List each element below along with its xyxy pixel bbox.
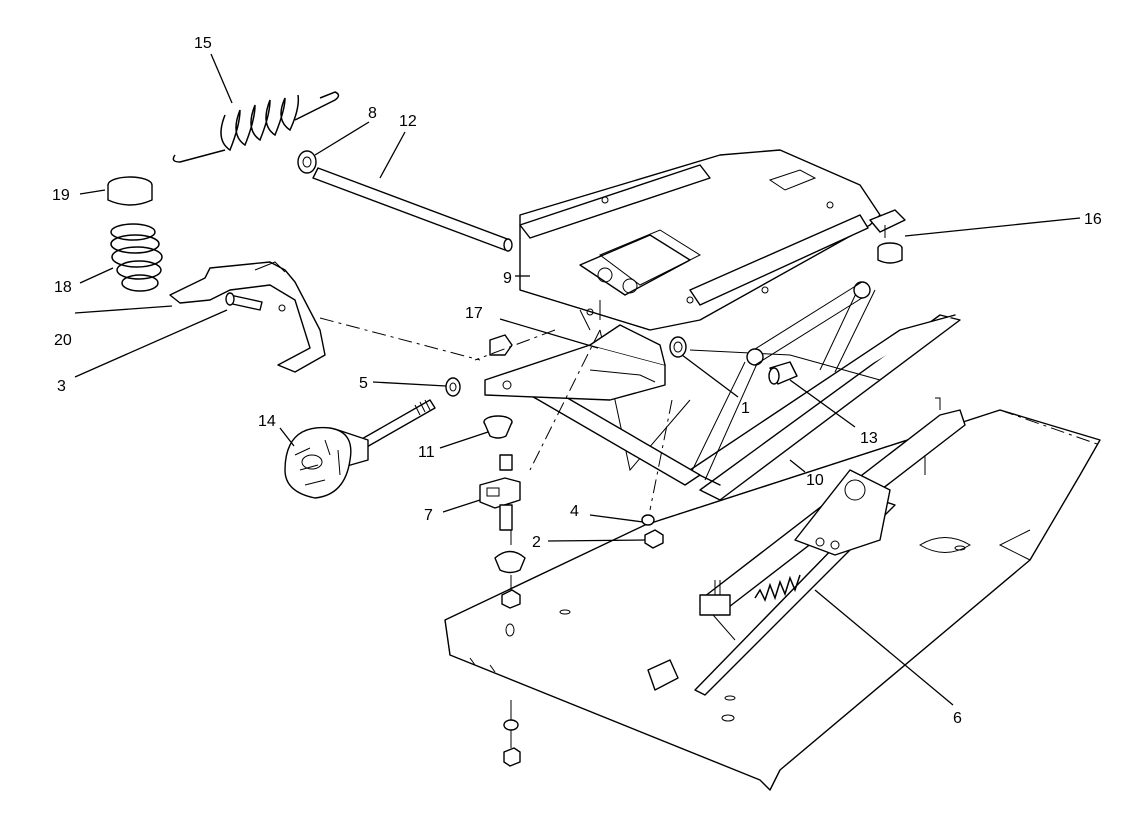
part-3-bolt xyxy=(225,292,286,312)
callout-4: 4 xyxy=(570,503,579,520)
callout-8: 8 xyxy=(368,105,377,122)
callout-19: 19 xyxy=(52,187,70,204)
callout-18: 18 xyxy=(54,279,72,296)
part-5-washer xyxy=(445,377,461,397)
callout-14: 14 xyxy=(258,413,276,430)
callout-16: 16 xyxy=(1084,211,1102,228)
callout-20: 20 xyxy=(54,332,72,349)
part-16-adjuster xyxy=(869,209,906,264)
part-19-cap xyxy=(107,176,153,206)
part-15-extension-spring xyxy=(172,91,340,163)
part-20-lever-bracket xyxy=(169,261,326,373)
callout-9: 9 xyxy=(503,270,512,287)
callout-12: 12 xyxy=(399,113,417,130)
callout-17: 17 xyxy=(465,305,483,322)
callout-7: 7 xyxy=(424,507,433,524)
seat-top-plate xyxy=(519,149,881,366)
part-4-washer xyxy=(641,514,655,526)
lower-fastener-stack xyxy=(494,530,526,767)
callout-15: 15 xyxy=(194,35,212,52)
part-1-washer xyxy=(669,336,687,358)
callout-labels: 15 8 12 19 16 9 18 17 20 3 5 1 14 13 11 … xyxy=(52,35,1102,727)
part-17-bracket xyxy=(484,324,666,401)
leader-lines xyxy=(74,53,1081,706)
callout-3: 3 xyxy=(57,378,66,395)
centerlines xyxy=(319,317,673,511)
part-2-nut xyxy=(644,529,664,549)
callout-10: 10 xyxy=(806,472,824,489)
callout-2: 2 xyxy=(532,534,541,551)
callout-6: 6 xyxy=(953,710,962,727)
callout-11: 11 xyxy=(418,444,435,461)
part-13-bushing xyxy=(768,361,798,385)
scissor-linkage xyxy=(519,284,961,501)
base-plate xyxy=(444,409,1101,791)
callout-5: 5 xyxy=(359,375,368,392)
part-14-adjusting-knob xyxy=(284,399,436,499)
slide-rail-assembly xyxy=(694,397,966,696)
part-18-compression-spring xyxy=(110,223,163,292)
callout-13: 13 xyxy=(860,430,878,447)
part-7-slide-block xyxy=(479,477,521,531)
callout-1: 1 xyxy=(741,400,750,417)
part-11-bumper xyxy=(483,415,513,471)
part-8-washer xyxy=(297,150,317,174)
part-12-rod xyxy=(312,167,513,252)
